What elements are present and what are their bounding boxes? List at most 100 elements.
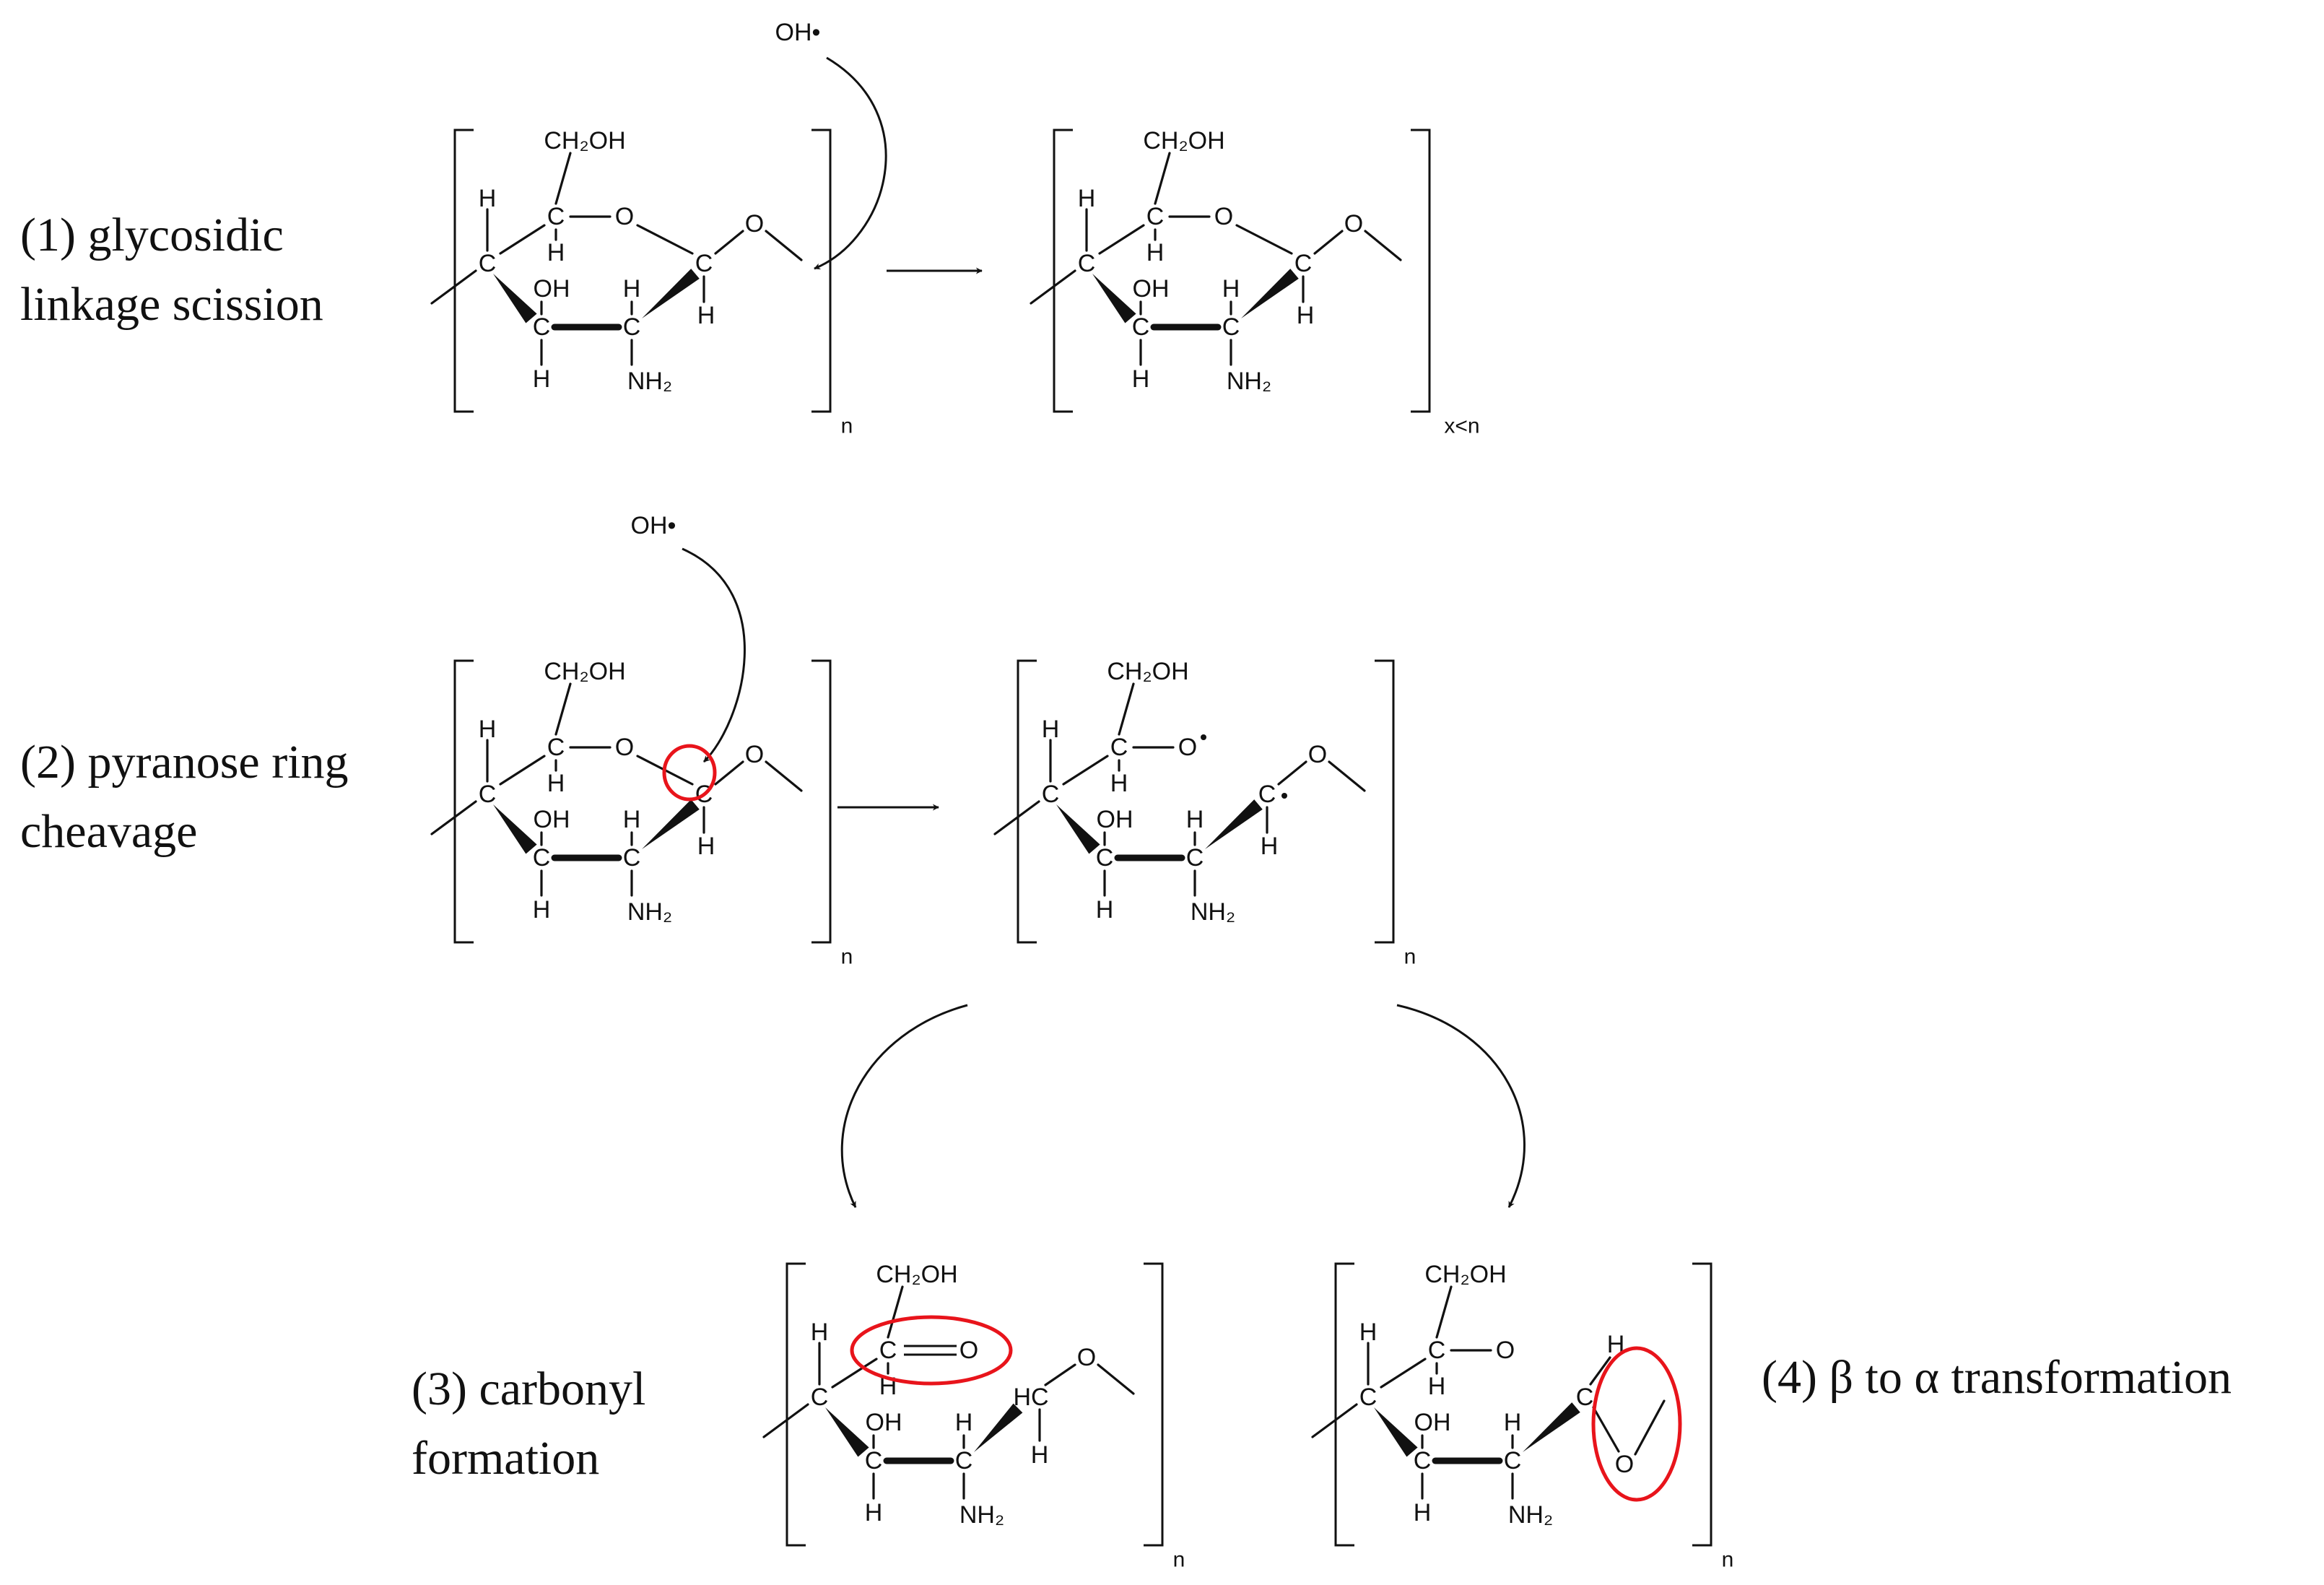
row2-reactant-right-bracket [811, 659, 832, 944]
row3-alpha-product-bond-c1-o-down [1592, 1406, 1620, 1453]
row2-product-bond-c5-ch2oh [1118, 682, 1135, 736]
row3-alpha-product-bond-c5-ch2oh [1435, 1285, 1453, 1339]
row2-reactant-carbon-4: C [479, 781, 497, 808]
row1-reactant-h-on-c4: H [479, 185, 497, 212]
row2-reactant-h-on-c2: H [623, 806, 641, 833]
row2-reactant-glycosidic-oxygen: O [745, 741, 764, 768]
row2-product-bond-c4-c5 [1062, 755, 1109, 786]
row1-reactant-h-on-c2: H [623, 275, 641, 303]
caption-step-1-line-2: linkage scission [20, 277, 323, 331]
row2-reactant-wedge-c4-c3 [493, 804, 537, 854]
row2-product-wedge-c4-c3 [1056, 804, 1100, 854]
row1-reactant-carbon-1: C [695, 250, 713, 277]
row2-reactant-h-on-c4: H [479, 716, 497, 743]
row3-carbonyl-product-carbon-3: C [865, 1447, 883, 1475]
row2-product-ring-oxygen: O [1178, 734, 1197, 761]
row2-product-h-on-c3: H [1096, 896, 1114, 924]
row2-reactant-nh2-on-c2: NH₂ [627, 898, 672, 926]
row2-product-carbon-1: C [1258, 781, 1276, 808]
caption-step-3-line-2: formation [412, 1431, 600, 1485]
row1-reactant-bond-oglyco-chain [765, 230, 803, 261]
row1-reactant-h-on-c1: H [697, 302, 715, 329]
row3-alpha-product-carbon-4: C [1359, 1384, 1378, 1411]
row1-reactant-repeat-subscript: n [841, 414, 853, 438]
caption-step-2: (2) pyranose ring cheavage [20, 728, 349, 866]
row2-product-left-bracket [1017, 659, 1037, 944]
row3-alpha-product-bond-alpha-o-chain [1634, 1399, 1666, 1456]
row1-reactant-bond-c4-c5 [499, 224, 546, 255]
row2-product-nh2-on-c2: NH₂ [1191, 898, 1235, 926]
row3-carbonyl-product-oh-on-c3: OH [866, 1409, 902, 1436]
row2-reactant-bond-c5-ch2oh [554, 682, 572, 736]
row3-alpha-product-bond-c1-h-up [1589, 1356, 1611, 1386]
row3-alpha-product-h-on-c4: H [1359, 1319, 1378, 1346]
row3-alpha-product-bond-c4-c5 [1380, 1358, 1427, 1389]
row1-product-wedge-c2-c1 [1241, 269, 1299, 318]
row3-alpha-product-nh2-on-c2: NH₂ [1508, 1501, 1553, 1529]
row1-product-h-on-c4: H [1078, 185, 1096, 212]
row2-radical-attack-arrow [682, 547, 746, 763]
row1-product-left-bracket [1053, 129, 1073, 413]
row3-alpha-product-h-on-c5: H [1428, 1373, 1446, 1400]
row2-reactant-repeat-subscript: n [841, 945, 853, 969]
caption-step-2-line-1: (2) pyranose ring [20, 736, 349, 789]
row1-reactant-h-on-c3: H [533, 365, 551, 393]
row1-product-carbon-3: C [1132, 313, 1150, 341]
row3-carbonyl-product-carbon-4: C [811, 1384, 829, 1411]
row2-product-h-on-c4: H [1042, 716, 1060, 743]
row2-product-oh-on-c3: OH [1097, 806, 1133, 833]
row2-product-carbon-5: C [1110, 734, 1128, 761]
row1-product-bond-oglyco-chain [1364, 230, 1402, 261]
row1-reactant-left-bracket [453, 129, 474, 413]
row2-product-carbon-4: C [1042, 781, 1060, 808]
row3-carbonyl-product-bond-c1-oglyco [1044, 1363, 1076, 1386]
row3-carbonyl-product-wedge-c2-c1 [974, 1403, 1023, 1452]
row1-reactant-bond-c4-glycosidic [430, 269, 477, 305]
row1-reactant-bond-c1-oglyco [714, 230, 744, 255]
row1-product-bond-c4-glycosidic [1030, 269, 1076, 305]
row1-reactant-carbon-2: C [623, 313, 641, 341]
row1-product-nh2-on-c2: NH₂ [1227, 368, 1271, 395]
row2-product-ch2oh-label: CH₂OH [1107, 658, 1188, 685]
row1-radical-attack-arrow [814, 56, 887, 270]
row1-product-h-on-c3: H [1132, 365, 1150, 393]
row2-product-carbon-2: C [1186, 844, 1204, 872]
row1-reactant-oh-on-c3: OH [534, 275, 570, 303]
caption-step-4-line-1: (4) β to α transformation [1762, 1351, 2232, 1404]
row2-product-h-on-c2: H [1186, 806, 1204, 833]
row1-product-bond-o5-c1 [1235, 224, 1293, 255]
row2-reactant-h-on-c1: H [697, 833, 715, 860]
row2-product-h-on-c5: H [1110, 770, 1128, 797]
caption-step-4: (4) β to α transformation [1762, 1343, 2232, 1412]
row3-carbonyl-product-h-on-c2: H [955, 1409, 973, 1436]
row1-reactant-ring-oxygen: O [615, 203, 634, 230]
carbonyl-group-highlight [850, 1315, 1013, 1386]
row3-carbonyl-product-wedge-c4-c3 [825, 1407, 869, 1457]
row3-carbonyl-product-hc-carbon-1: HC [1013, 1384, 1048, 1411]
row2-product-bond-c1-oglyco [1277, 760, 1307, 786]
row3-alpha-product-carbon-1: C [1576, 1384, 1594, 1411]
row1-product-h-on-c1: H [1297, 302, 1315, 329]
row1-product-ring-oxygen: O [1214, 203, 1233, 230]
row2-product-bond-oglyco-chain [1328, 760, 1366, 792]
row1-product-h-on-c2: H [1222, 275, 1240, 303]
row3-alpha-product-carbon-3: C [1414, 1447, 1432, 1475]
row2-product-wedge-c2-c1 [1205, 799, 1263, 849]
row1-product-carbon-5: C [1146, 203, 1165, 230]
row3-carbonyl-product-carbon-5: C [879, 1337, 897, 1364]
row1-reactant-nh2-on-c2: NH₂ [627, 368, 672, 395]
row2-reactant-bond-c1-oglyco [714, 760, 744, 786]
row3-alpha-product-left-bracket [1334, 1262, 1354, 1547]
row3-carbonyl-product-bond-c5-ch2oh [887, 1285, 904, 1339]
row1-product-carbon-2: C [1222, 313, 1240, 341]
row2-reactant-left-bracket [453, 659, 474, 944]
row3-carbonyl-product-h-on-c3: H [865, 1499, 883, 1527]
caption-step-1: (1) glycosidic linkage scission [20, 201, 323, 339]
row3-carbonyl-product-nh2-on-c2: NH₂ [959, 1501, 1004, 1529]
row1-product-carbon-1: C [1294, 250, 1313, 277]
row3-alpha-product-right-bracket [1692, 1262, 1712, 1547]
row3-alpha-product-alpha-oxygen: O [1615, 1451, 1634, 1478]
